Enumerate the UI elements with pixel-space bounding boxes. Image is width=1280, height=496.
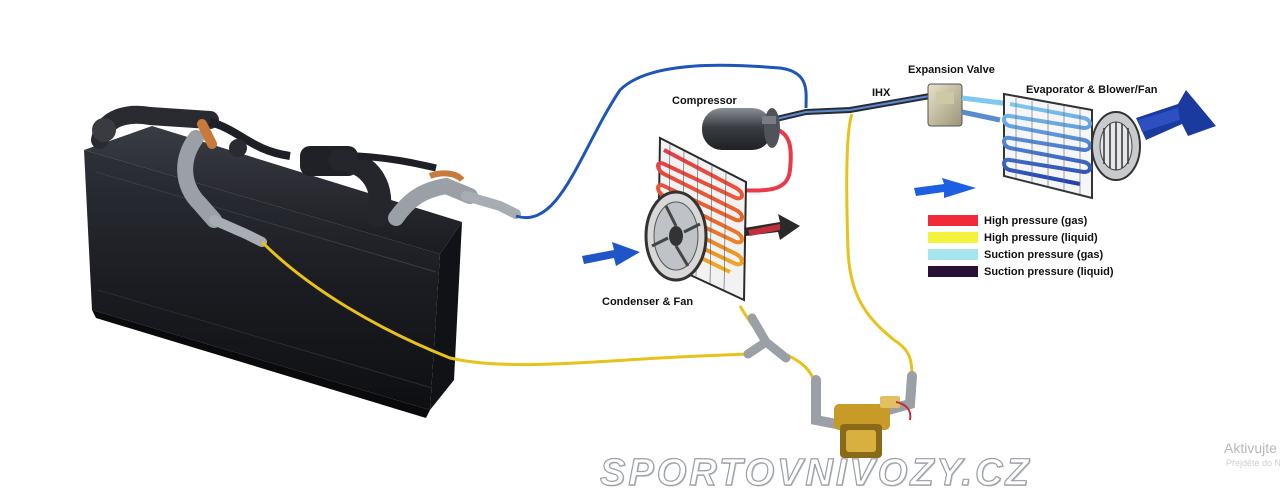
legend-row: Suction pressure (gas) — [928, 246, 1128, 263]
label-evaporator: Evaporator & Blower/Fan — [1026, 84, 1158, 96]
activation-notice: Aktivujte W — [1224, 440, 1280, 456]
condenser — [644, 136, 748, 302]
flow-arrow-legend — [914, 178, 976, 198]
legend: High pressure (gas) High pressure (liqui… — [928, 212, 1128, 280]
legend-label: High pressure (liquid) — [984, 231, 1098, 244]
legend-label: Suction pressure (liquid) — [984, 265, 1114, 278]
legend-label: High pressure (gas) — [984, 214, 1088, 227]
legend-row: Suction pressure (liquid) — [928, 263, 1128, 280]
battery-pack — [84, 126, 462, 418]
site-watermark: SPORTOVNIVOZY.CZ — [599, 451, 1032, 494]
suction-line-blue — [515, 63, 808, 220]
liquid-line-ihx — [845, 113, 914, 377]
legend-swatch — [928, 249, 978, 260]
legend-row: High pressure (gas) — [928, 212, 1128, 229]
expansion-valve — [927, 83, 1011, 127]
legend-swatch — [928, 232, 978, 243]
discharge-line-red — [737, 126, 793, 193]
label-expansion-valve: Expansion Valve — [908, 64, 995, 76]
label-ihx: IHX — [872, 87, 891, 99]
solenoid-valve — [834, 396, 912, 458]
liquid-line-battery — [260, 240, 749, 367]
legend-swatch — [928, 215, 978, 226]
legend-swatch — [928, 266, 978, 277]
activation-notice-sub: Přejděte do N — [1226, 458, 1280, 468]
label-compressor: Compressor — [672, 95, 737, 107]
compressor — [702, 108, 780, 150]
legend-row: High pressure (liquid) — [928, 229, 1128, 246]
label-condenser: Condenser & Fan — [602, 296, 694, 308]
evaporator — [1002, 92, 1141, 200]
battery-pipes — [91, 105, 521, 247]
legend-label: Suction pressure (gas) — [984, 248, 1104, 261]
airflow-arrow-in — [582, 242, 640, 266]
